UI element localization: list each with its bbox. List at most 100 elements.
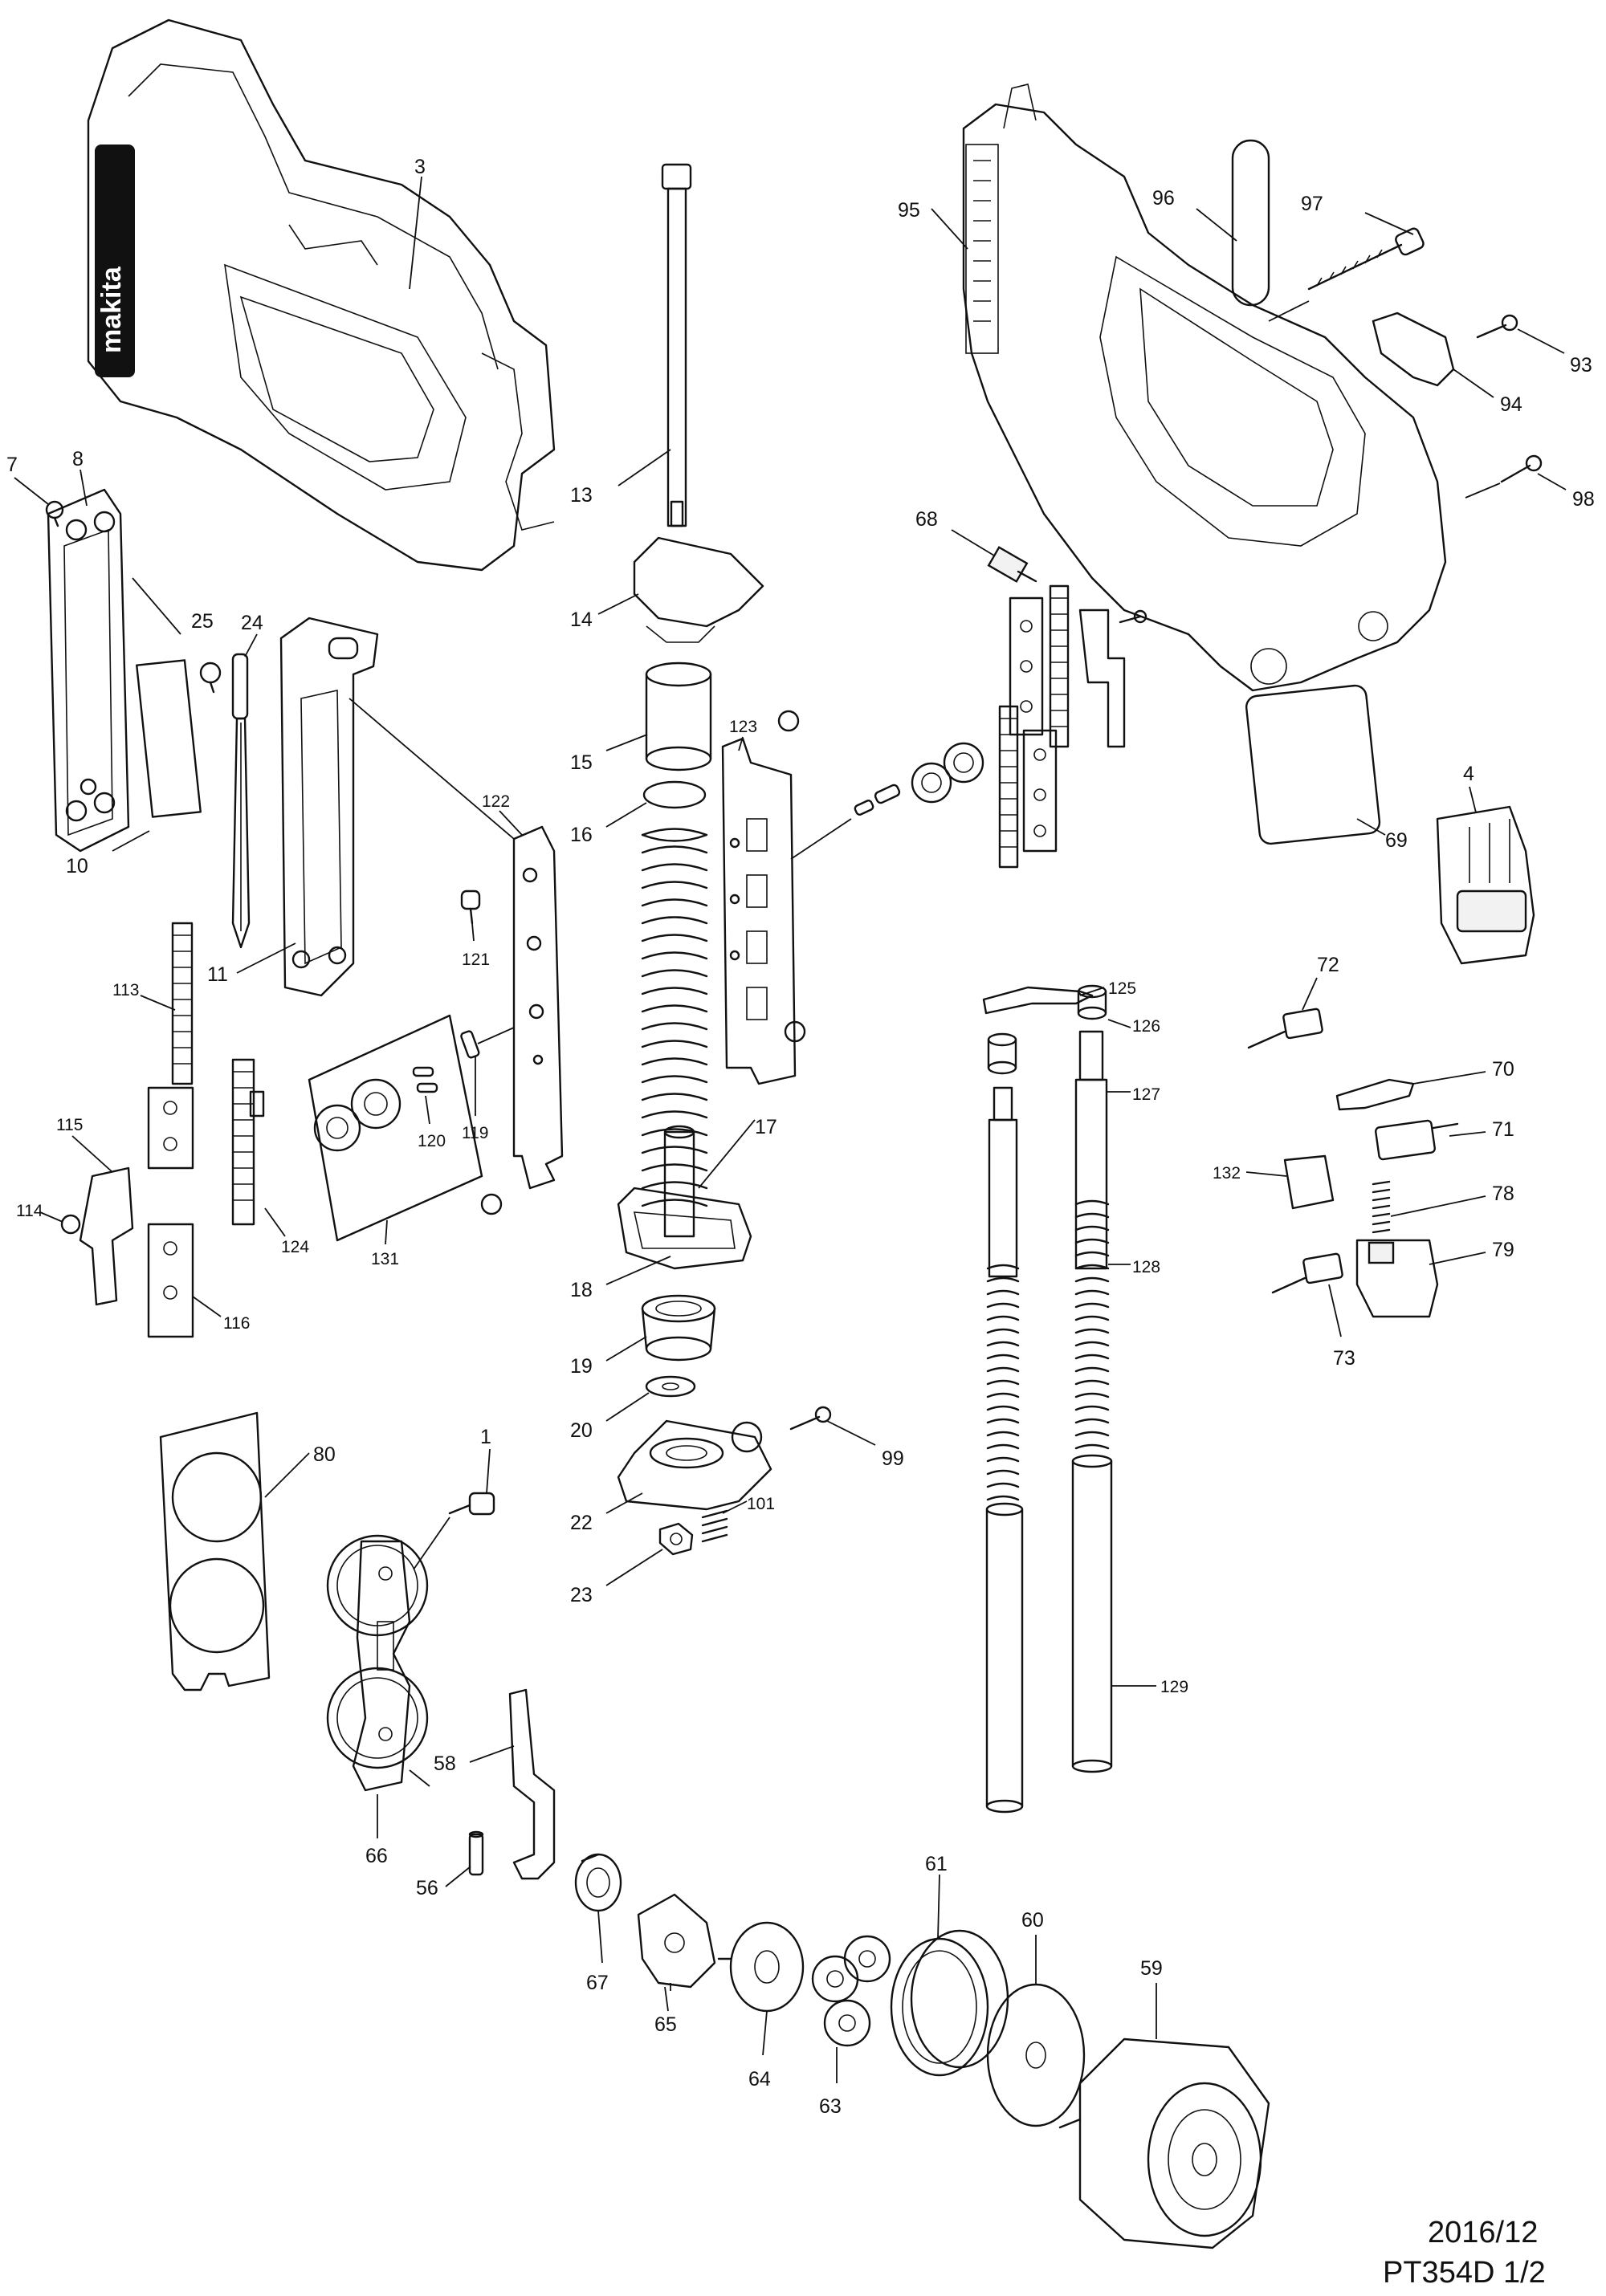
callout-20: 20 <box>570 1419 593 1442</box>
part-97-screw <box>1307 227 1425 291</box>
callout-115: 115 <box>56 1116 83 1134</box>
callout-99: 99 <box>882 1447 904 1470</box>
callout-3: 3 <box>414 156 426 178</box>
part-94-clip <box>1372 311 1455 387</box>
part-65-hole <box>664 1932 685 1953</box>
part-123-plate <box>721 737 797 1085</box>
callout-97: 97 <box>1301 193 1323 215</box>
part-79-trigger <box>1355 1239 1439 1318</box>
callout-61: 61 <box>925 1853 948 1875</box>
gear-pair-right <box>854 742 984 816</box>
part-116-block <box>147 1223 194 1338</box>
part-101-spring <box>701 1509 728 1543</box>
part-131-gear-kit <box>308 1014 483 1242</box>
part-122-plate <box>512 825 564 1190</box>
callout-120: 120 <box>418 1132 446 1150</box>
callout-114: 114 <box>16 1202 43 1220</box>
part-15-sleeve <box>645 662 712 771</box>
model-sheet-label: PT354D 1/2 <box>1383 2256 1546 2290</box>
part-8-plate <box>47 488 130 853</box>
callout-14: 14 <box>570 609 593 631</box>
part-22-housing <box>617 1419 772 1511</box>
part-80-gasket <box>159 1411 271 1691</box>
callout-17: 17 <box>755 1116 777 1138</box>
slider-block-upper <box>147 1086 194 1170</box>
callout-11: 11 <box>207 963 228 986</box>
callout-22: 22 <box>570 1512 593 1534</box>
callout-79: 79 <box>1492 1239 1514 1261</box>
callout-122: 122 <box>482 792 510 811</box>
part-25-screw <box>199 662 222 694</box>
part-119-pin <box>460 1030 480 1059</box>
callout-23: 23 <box>570 1584 593 1606</box>
makita-logo: makita <box>96 266 127 353</box>
callout-24: 24 <box>241 612 263 634</box>
callout-59: 59 <box>1140 1957 1163 1980</box>
part-67-bushing <box>574 1853 622 1912</box>
part-68-connector <box>987 546 1037 583</box>
part-18-base <box>617 1125 752 1270</box>
callout-15: 15 <box>570 751 593 774</box>
part-73-switch <box>1271 1252 1343 1294</box>
callout-13: 13 <box>570 484 593 507</box>
part-4-terminal <box>1436 805 1535 965</box>
part-17-spring <box>641 828 708 1207</box>
part-93-screw <box>1476 314 1518 339</box>
part-23-nut <box>658 1522 694 1556</box>
part-127-post <box>1074 1030 1108 1270</box>
callout-60: 60 <box>1021 1909 1044 1932</box>
callout-65: 65 <box>654 2013 677 2036</box>
part-78-spring <box>1372 1180 1391 1234</box>
callout-113: 113 <box>112 981 139 999</box>
screw-under-122 <box>480 1193 503 1215</box>
callout-68: 68 <box>915 508 938 531</box>
callout-125: 125 <box>1108 979 1136 998</box>
part-95-housing <box>962 83 1447 692</box>
callout-7: 7 <box>6 454 18 476</box>
callout-126: 126 <box>1132 1017 1160 1036</box>
part-58-lever <box>508 1688 556 1880</box>
callout-1: 1 <box>480 1426 491 1448</box>
document-date: 2016/12 <box>1428 2216 1539 2249</box>
post-left <box>988 1086 1018 1278</box>
part-24-blade <box>231 653 251 949</box>
callout-10: 10 <box>66 855 88 877</box>
part-20-washer <box>645 1375 696 1398</box>
part-71-switch <box>1375 1119 1459 1161</box>
part-65-plate <box>637 1893 716 1989</box>
part-70-lever <box>1335 1078 1415 1111</box>
callout-96: 96 <box>1152 187 1175 210</box>
callout-69: 69 <box>1385 829 1408 852</box>
screw-top-123 <box>777 710 800 732</box>
callout-94: 94 <box>1500 393 1522 416</box>
callout-78: 78 <box>1492 1183 1514 1205</box>
callout-66: 66 <box>365 1845 388 1867</box>
part-7-screw <box>45 500 64 527</box>
callout-18: 18 <box>570 1279 593 1301</box>
part-72-switch <box>1247 1008 1323 1049</box>
callout-80: 80 <box>313 1443 336 1466</box>
part-96-label <box>1231 139 1270 307</box>
callout-129: 129 <box>1160 1678 1188 1696</box>
callout-98: 98 <box>1572 488 1595 511</box>
part-114-screw <box>60 1214 81 1235</box>
part-13-rod <box>661 163 692 527</box>
part-14-clip <box>646 625 715 643</box>
part-66-gear-assembly <box>326 1534 429 1792</box>
part-124-rack <box>231 1058 265 1226</box>
rack-slider-group <box>998 584 1147 869</box>
callout-119: 119 <box>462 1124 488 1142</box>
part-59-motor <box>1058 2037 1270 2249</box>
callout-67: 67 <box>586 1972 609 1994</box>
part-61-ring-gear <box>890 1929 1009 2077</box>
callout-116: 116 <box>223 1314 250 1333</box>
spring-left <box>986 1264 1020 1501</box>
part-19-bushing <box>641 1294 716 1362</box>
part-121-screw <box>460 889 481 925</box>
callout-131: 131 <box>371 1250 399 1268</box>
callout-127: 127 <box>1132 1085 1160 1104</box>
callout-16: 16 <box>570 824 593 846</box>
callout-56: 56 <box>416 1877 438 1899</box>
part-56-pin <box>468 1830 484 1876</box>
callout-71: 71 <box>1492 1118 1514 1141</box>
